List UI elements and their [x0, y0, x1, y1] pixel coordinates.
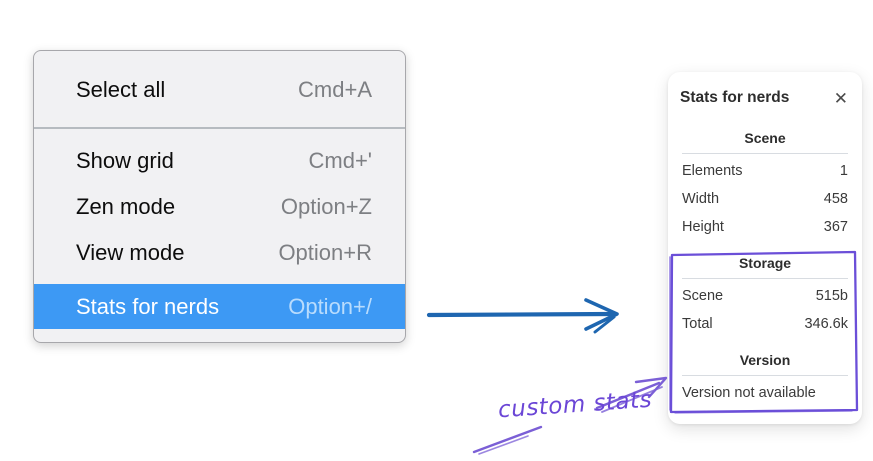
- menu-item-shortcut: Option+R: [278, 240, 372, 265]
- stat-row-width: Width 458: [682, 191, 848, 209]
- panel-title: Stats for nerds: [680, 89, 790, 106]
- section-heading: Storage: [738, 255, 792, 271]
- menu-item-shortcut: Cmd+': [308, 148, 373, 173]
- menu-item-label: Show grid: [76, 148, 174, 173]
- menu-item-show-grid[interactable]: Show grid Cmd+': [34, 138, 405, 184]
- menu-item-stats-for-nerds[interactable]: Stats for nerds Option+/: [34, 284, 405, 329]
- stat-row-total-storage: Total 346.6k: [682, 316, 848, 334]
- stat-label: Scene: [682, 288, 724, 304]
- section-divider: [682, 375, 848, 376]
- stat-value: 367: [823, 219, 848, 235]
- section-heading: Scene: [744, 130, 786, 146]
- stat-label: Total: [682, 316, 713, 332]
- menu-item-label: Select all: [76, 77, 166, 102]
- menu-item-label: View mode: [76, 240, 185, 265]
- section-version: Version Version not available: [680, 352, 850, 401]
- menu-item-shortcut: Cmd+A: [298, 77, 372, 102]
- menu-item-shortcut: Option+Z: [280, 194, 372, 219]
- menu-item-label: Zen mode: [76, 194, 176, 219]
- section-heading: Version: [739, 352, 791, 368]
- stat-value: 515b: [815, 288, 848, 304]
- section-storage: Storage Scene 515b Total 346.6k: [680, 255, 850, 334]
- menu-divider: [34, 127, 405, 129]
- menu-item-view-mode[interactable]: View mode Option+R: [34, 230, 405, 276]
- blue-arrow: [426, 298, 619, 334]
- stat-value: 458: [823, 191, 848, 207]
- context-menu: Select all Cmd+A Show grid Cmd+' Zen mod…: [33, 50, 406, 343]
- stat-row-height: Height 367: [682, 219, 848, 237]
- section-divider: [682, 278, 848, 279]
- spacer: [680, 344, 850, 352]
- stat-label: Elements: [682, 163, 743, 179]
- version-note: Version not available: [682, 385, 816, 401]
- stat-row-scene-storage: Scene 515b: [682, 288, 848, 306]
- section-divider: [682, 153, 848, 154]
- menu-item-shortcut: Option+/: [288, 293, 372, 319]
- stat-value: 1: [839, 163, 848, 179]
- menu-item-label: Stats for nerds: [76, 293, 220, 319]
- stat-label: Height: [682, 219, 724, 235]
- stat-row-elements: Elements 1: [682, 163, 848, 181]
- panel-header: Stats for nerds ✕: [680, 86, 850, 110]
- menu-item-select-all[interactable]: Select all Cmd+A: [34, 61, 405, 119]
- close-icon[interactable]: ✕: [833, 88, 848, 108]
- menu-item-zen-mode[interactable]: Zen mode Option+Z: [34, 184, 405, 230]
- stats-for-nerds-panel: Stats for nerds ✕ Scene Elements 1 Width…: [668, 72, 862, 424]
- stat-label: Width: [682, 191, 720, 207]
- section-scene: Scene Elements 1 Width 458 Height 367: [680, 130, 850, 237]
- spacer: [680, 247, 850, 255]
- stat-value: 346.6k: [804, 316, 848, 332]
- custom-stats-annotation: custom stats: [497, 386, 653, 424]
